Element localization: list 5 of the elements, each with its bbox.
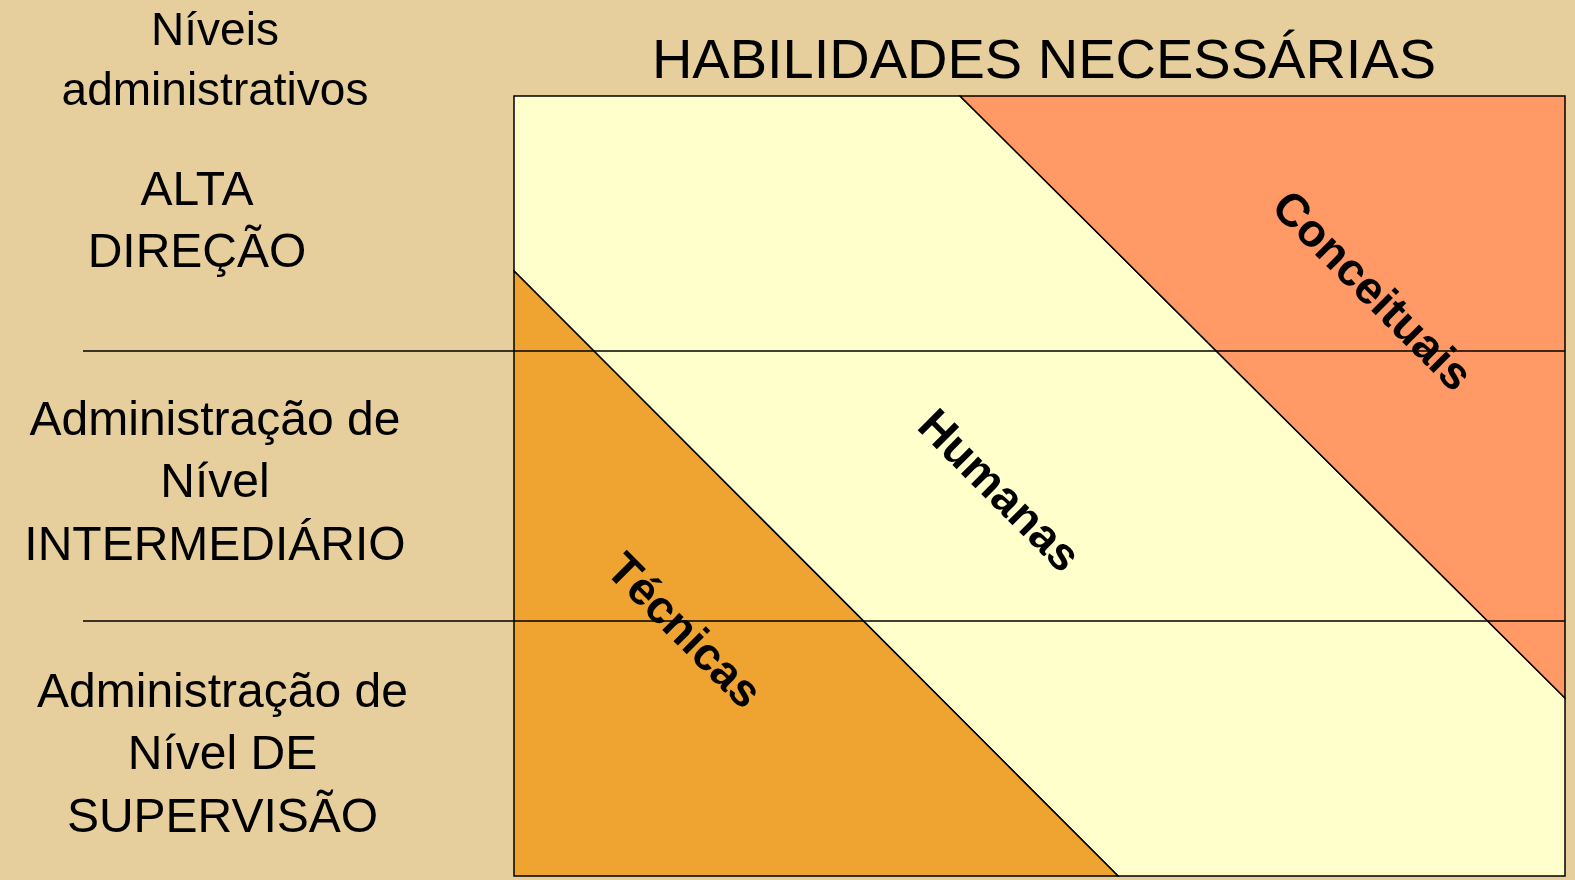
level-label: ALTA DIREÇÃO bbox=[86, 161, 308, 280]
level-label: Administração de Nível INTERMEDIÁRIO bbox=[23, 391, 407, 572]
level-label: Administração de Nível DE SUPERVISÃO bbox=[36, 663, 409, 844]
title: HABILIDADES NECESSÁRIAS bbox=[650, 28, 1438, 90]
column-heading: Níveis administrativos bbox=[60, 2, 370, 117]
